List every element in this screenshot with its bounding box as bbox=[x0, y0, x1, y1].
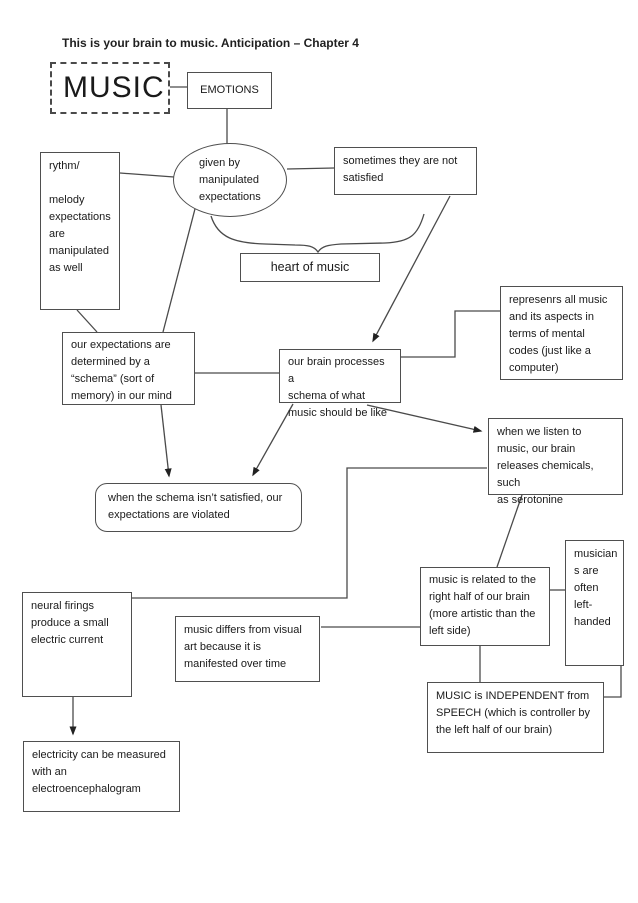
node-music-differs-visual-art: music differs from visual art because it… bbox=[175, 616, 320, 682]
node-expectations-violated: when the schema isn’t satisfied, our exp… bbox=[95, 483, 302, 532]
node-rhythm-melody: rythm/ melody expectations are manipulat… bbox=[40, 152, 120, 310]
node-expectations-schema: our expectations are determined by a “sc… bbox=[62, 332, 195, 405]
node-brain-releases-chemicals: when we listen to music, our brain relea… bbox=[488, 418, 623, 506]
node-music: MUSIC bbox=[50, 62, 170, 114]
brace-shape bbox=[210, 213, 425, 254]
node-given-by-manipulated-expectations: given by manipulated expectations bbox=[173, 143, 287, 217]
node-music-right-half-brain: music is related to the right half of ou… bbox=[420, 567, 550, 646]
node-music-independent-speech: MUSIC is INDEPENDENT from SPEECH (which … bbox=[427, 682, 604, 753]
node-neural-firings: neural firings produce a small electric … bbox=[22, 592, 132, 697]
node-heart-of-music: heart of music bbox=[240, 253, 380, 282]
node-emotions: EMOTIONS bbox=[187, 72, 272, 109]
node-musicians-left-handed: musician s are often left- handed bbox=[565, 540, 624, 666]
node-brain-processes-schema: our brain processes a schema of what mus… bbox=[279, 349, 401, 419]
node-represents-mental-codes: represenrs all music and its aspects in … bbox=[500, 286, 623, 380]
page-title: This is your brain to music. Anticipatio… bbox=[62, 36, 359, 50]
node-sometimes-not-satisfied: sometimes they are not satisfied bbox=[334, 147, 477, 195]
node-electroencephalogram: electricity can be measured with an elec… bbox=[23, 741, 180, 812]
